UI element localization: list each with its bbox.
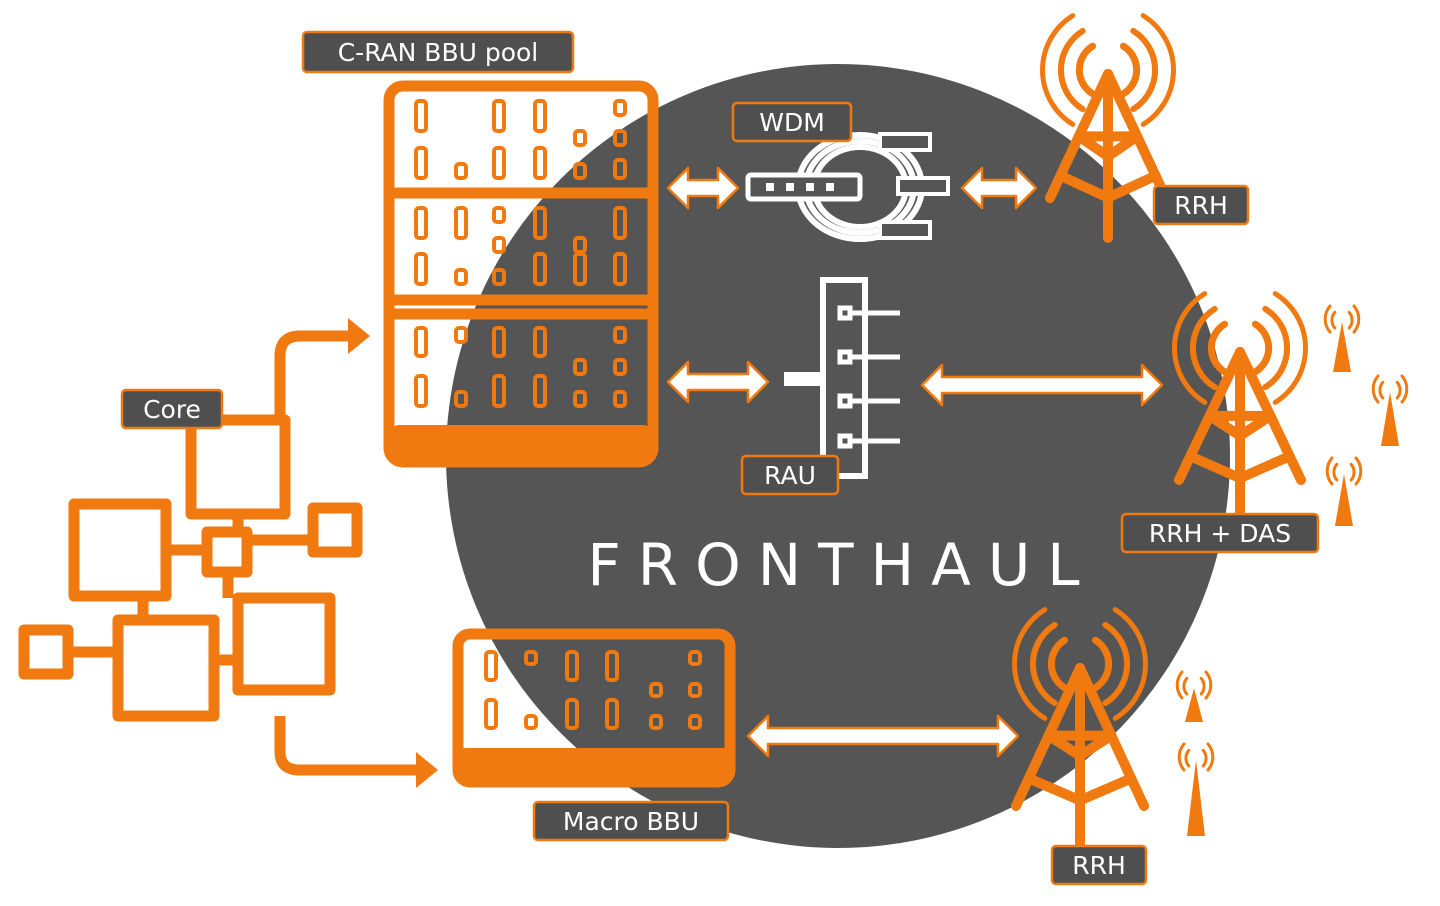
rrh-top-label: RRH: [1152, 184, 1250, 226]
wdm-rrh-arrow: [960, 166, 1038, 210]
server-rack-icon: [383, 80, 659, 468]
das-antenna-icon: [1177, 742, 1215, 836]
macro-bbu-icon: [452, 628, 736, 788]
svg-text:RRH: RRH: [1072, 851, 1126, 880]
cell-tower-icon: [1040, 13, 1176, 243]
svg-text:RAU: RAU: [764, 461, 816, 490]
cell-tower-icon: [1172, 291, 1308, 525]
wdm-label: WDM: [731, 101, 853, 143]
core-to-macro-arrow: [274, 716, 438, 788]
core-to-bbu-arrow: [274, 318, 370, 418]
svg-text:RRH: RRH: [1174, 191, 1228, 220]
bbu-pool-label: C-RAN BBU pool: [301, 30, 575, 74]
rau-das-arrow: [920, 363, 1164, 407]
core-network-icon: [18, 414, 363, 722]
das-antenna-icon: [1323, 304, 1361, 372]
core-label: Core: [120, 388, 224, 430]
macro-bbu-label: Macro BBU: [532, 800, 730, 842]
macro-rrh-arrow: [746, 714, 1020, 758]
cell-tower-icon: [1011, 607, 1149, 851]
rau-icon: [784, 277, 900, 479]
rrh-das-label: RRH + DAS: [1120, 512, 1320, 554]
fronthaul-title: FRONTHAUL: [587, 531, 1096, 599]
wdm-icon: [745, 132, 950, 242]
rau-label: RAU: [740, 454, 840, 496]
das-antenna-icon: [1325, 456, 1363, 526]
das-antenna-icon: [1175, 670, 1213, 722]
bbu-wdm-arrow: [666, 166, 740, 210]
svg-text:Core: Core: [143, 395, 201, 424]
svg-text:RRH + DAS: RRH + DAS: [1149, 519, 1291, 548]
rrh-bottom-label: RRH: [1050, 844, 1148, 886]
das-antenna-icon: [1371, 374, 1409, 446]
svg-text:WDM: WDM: [759, 108, 825, 137]
svg-text:Macro BBU: Macro BBU: [563, 807, 699, 836]
svg-text:C-RAN BBU pool: C-RAN BBU pool: [338, 38, 539, 67]
bbu-rau-arrow: [666, 360, 770, 404]
